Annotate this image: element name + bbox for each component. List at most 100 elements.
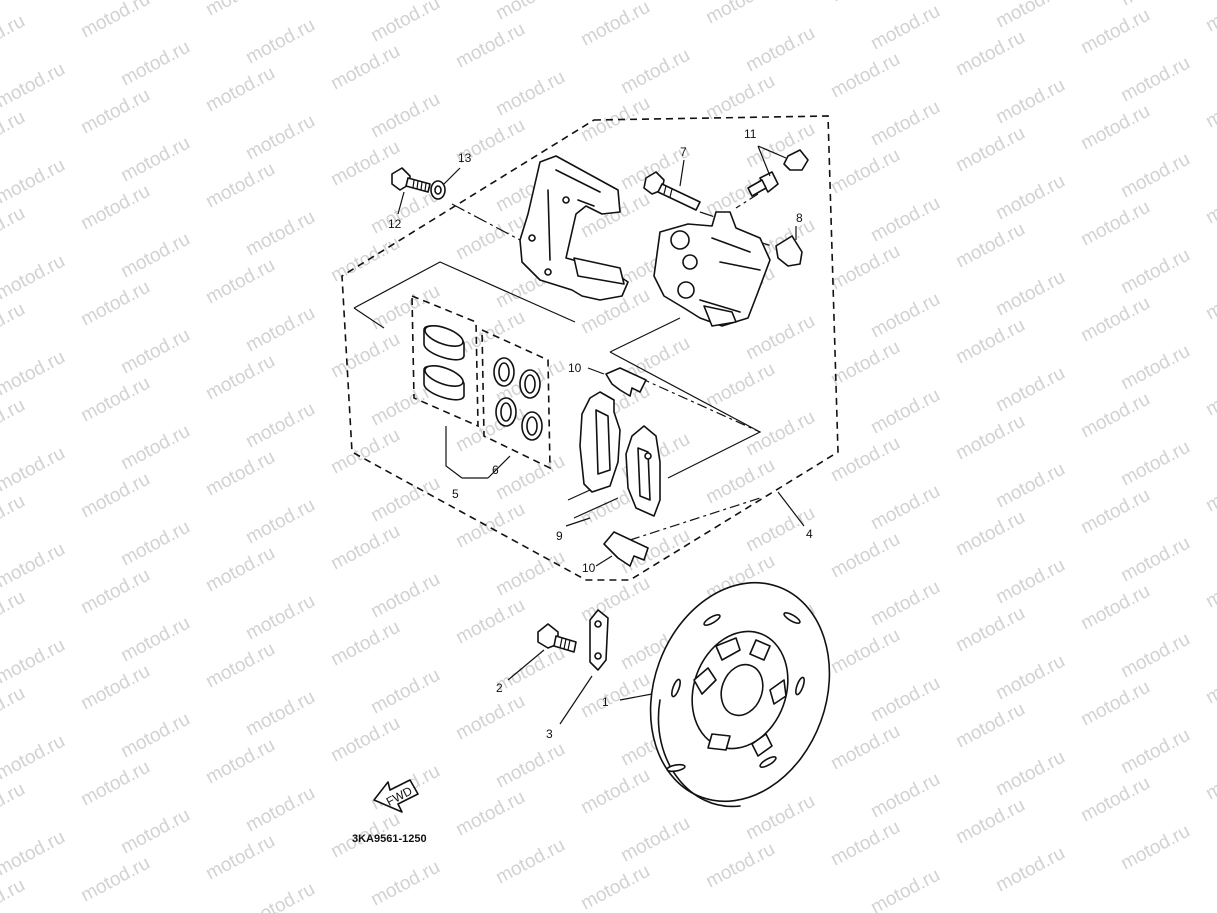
watermark-text-145: motod.ru [1202, 463, 1217, 517]
watermark-text-177: motod.ru [0, 875, 29, 913]
callout-13: 13 [458, 151, 472, 165]
watermark-text-181: motod.ru [452, 787, 528, 841]
watermark-text-171: motod.ru [492, 739, 568, 793]
watermark-text-11: motod.ru [617, 0, 693, 2]
watermark-text-118: motod.ru [452, 499, 528, 553]
watermark-text-63: motod.ru [117, 325, 193, 379]
watermark-text-54: motod.ru [327, 233, 403, 287]
watermark-text-188: motod.ru [242, 879, 318, 913]
watermark-text-134: motod.ru [1117, 437, 1193, 491]
watermark-text-144: motod.ru [1077, 485, 1153, 539]
watermark-text-75: motod.ru [327, 329, 403, 383]
watermark-text-192: motod.ru [742, 791, 818, 845]
watermark-text-64: motod.ru [242, 303, 318, 357]
watermark-text-38: motod.ru [952, 27, 1028, 81]
watermark-text-159: motod.ru [327, 713, 403, 767]
watermark-text-182: motod.ru [577, 765, 653, 819]
bolt-12 [391, 167, 431, 193]
callout-4: 4 [806, 527, 813, 541]
watermark-text-108: motod.ru [492, 451, 568, 505]
guide-line-bolt12 [451, 203, 521, 241]
watermark-text-15: motod.ru [327, 41, 403, 95]
watermark-text-168: motod.ru [117, 805, 193, 859]
watermark-text-124: motod.ru [1202, 367, 1217, 421]
callout-3: 3 [546, 727, 553, 741]
watermark-text-51: motod.ru [0, 299, 29, 353]
watermark-text-2: motod.ru [0, 11, 29, 65]
watermark-text-79: motod.ru [827, 241, 903, 295]
watermark-text-179: motod.ru [202, 831, 278, 885]
watermark-text-107: motod.ru [367, 473, 443, 527]
callout-5: 5 [452, 487, 459, 501]
watermark-text-110: motod.ru [742, 407, 818, 461]
watermark-text-31: motod.ru [77, 181, 153, 235]
guide-line-pad-pin [629, 377, 761, 541]
watermark-text-74: motod.ru [202, 351, 278, 405]
watermark-text-27: motod.ru [867, 1, 943, 55]
watermark-text-100: motod.ru [827, 337, 903, 391]
watermark-text-42: motod.ru [117, 229, 193, 283]
watermark-text-16: motod.ru [452, 19, 528, 73]
watermark-text-203: motod.ru [992, 843, 1068, 897]
watermark-text-20: motod.ru [0, 155, 69, 209]
watermark-text-19: motod.ru [827, 0, 903, 6]
watermark-text-4: motod.ru [202, 0, 278, 20]
callout-2: 2 [496, 681, 503, 695]
watermark-text-52: motod.ru [77, 277, 153, 331]
watermark-text-85: motod.ru [242, 399, 318, 453]
watermark-text-149: motod.ru [367, 665, 443, 719]
watermark-text-55: motod.ru [452, 211, 528, 265]
watermark-text-123: motod.ru [1077, 389, 1153, 443]
watermark-text-72: motod.ru [0, 395, 29, 449]
watermark-text-114: motod.ru [0, 587, 29, 641]
watermark-text-201: motod.ru [1202, 751, 1217, 805]
watermark-text-37: motod.ru [827, 49, 903, 103]
watermark-text-122: motod.ru [952, 411, 1028, 465]
brake-disc-1 [649, 581, 831, 808]
bolt-2 [537, 623, 577, 653]
watermark-text-133: motod.ru [992, 459, 1068, 513]
watermark-text-155: motod.ru [1117, 533, 1193, 587]
watermark-text-24: motod.ru [492, 67, 568, 121]
callout-1: 1 [602, 695, 609, 709]
watermark-text-127: motod.ru [242, 591, 318, 645]
caliper-assembly-boundary [341, 115, 839, 581]
watermark-text-132: motod.ru [867, 481, 943, 535]
watermark-text-143: motod.ru [952, 507, 1028, 561]
plug-8 [775, 235, 803, 267]
piston-kit-5 [411, 294, 479, 428]
watermark-text-22: motod.ru [242, 111, 318, 165]
callout-6: 6 [492, 463, 499, 477]
watermark-text-163: motod.ru [827, 625, 903, 679]
watermark-text-154: motod.ru [992, 555, 1068, 609]
watermark-text-142: motod.ru [827, 529, 903, 583]
watermark-text-40: motod.ru [1202, 0, 1217, 36]
washer-13 [430, 180, 446, 200]
watermark-text-90: motod.ru [867, 289, 943, 343]
watermark-text-153: motod.ru [867, 577, 943, 631]
watermark-text-197: motod.ru [702, 839, 778, 893]
watermark-text-93: motod.ru [0, 491, 29, 545]
watermark-text-105: motod.ru [117, 517, 193, 571]
watermark-text-83: motod.ru [0, 443, 69, 497]
callout-10-upper: 10 [568, 361, 582, 375]
brake-pad-kit-9 [567, 391, 661, 519]
watermark-text-129: motod.ru [492, 547, 568, 601]
watermark-text-200: motod.ru [1077, 773, 1153, 827]
watermark-text-30: motod.ru [0, 203, 29, 257]
watermark-text-69: motod.ru [867, 193, 943, 247]
watermark-text-199: motod.ru [952, 795, 1028, 849]
watermark-text-49: motod.ru [992, 75, 1068, 129]
watermark-text-158: motod.ru [202, 735, 278, 789]
watermark-text-176: motod.ru [1117, 629, 1193, 683]
watermark-text-95: motod.ru [202, 447, 278, 501]
watermark-text-71: motod.ru [1117, 149, 1193, 203]
watermark-text-138: motod.ru [327, 617, 403, 671]
watermark-text-13: motod.ru [77, 85, 153, 139]
watermark-text-111: motod.ru [867, 385, 943, 439]
watermark-text-28: motod.ru [992, 0, 1068, 32]
callout-12: 12 [388, 217, 402, 231]
watermark-text-139: motod.ru [452, 595, 528, 649]
watermark-text-21: motod.ru [117, 133, 193, 187]
